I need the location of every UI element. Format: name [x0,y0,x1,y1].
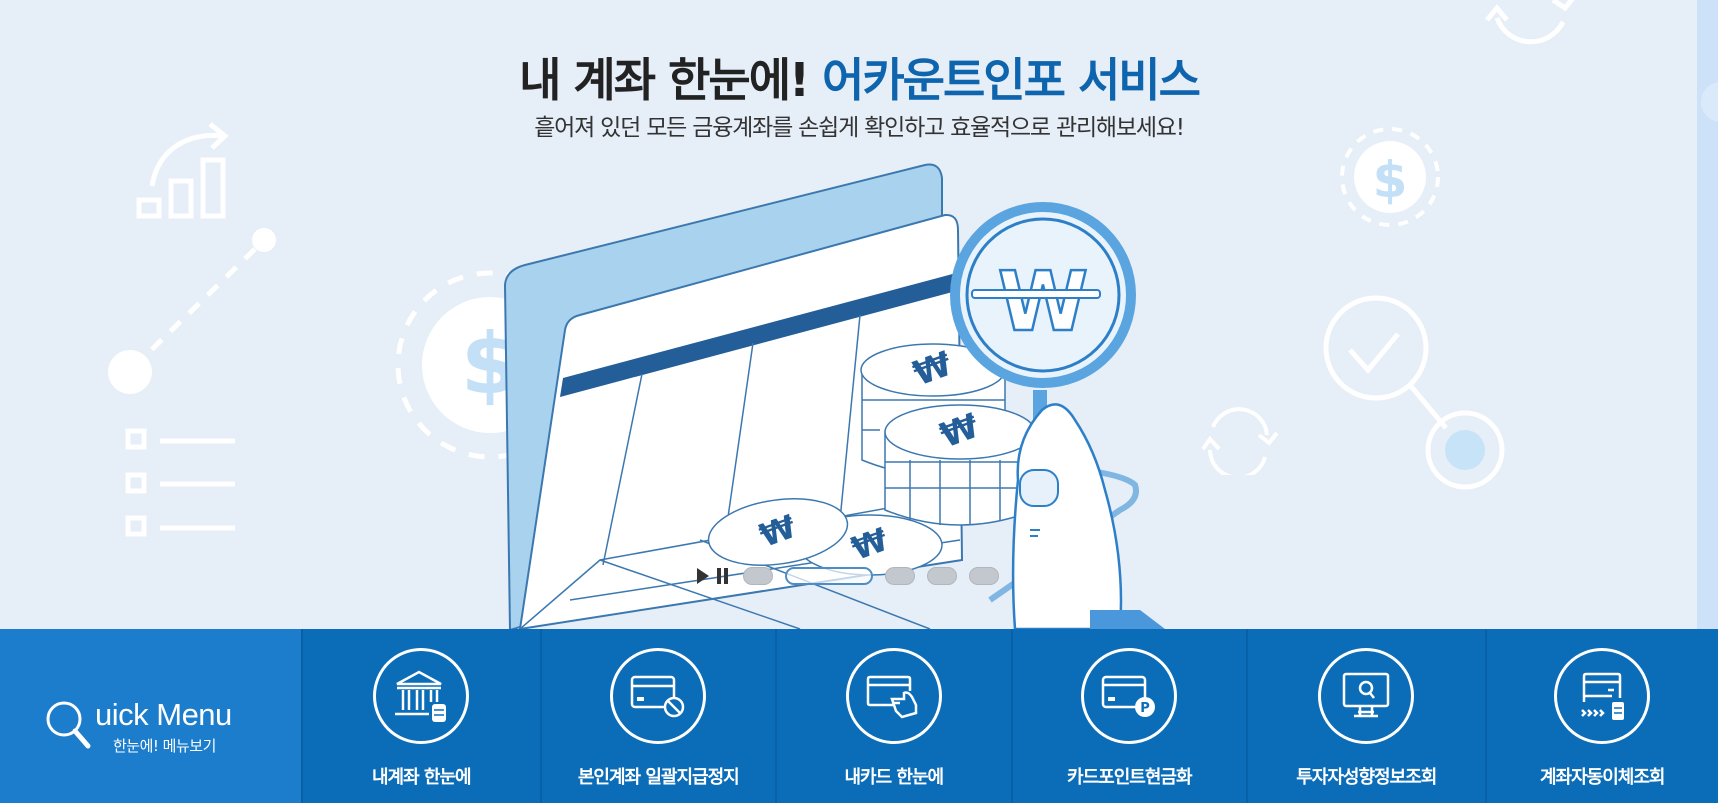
quick-menu-title: uick Menu [95,697,232,732]
svg-text:$: $ [1373,151,1408,209]
menu-item-label: 내계좌 한눈에 [371,767,472,788]
menu-item-my-cards[interactable]: 내카드 한눈에 [775,629,1011,803]
play-icon [697,568,709,584]
slide-indicator-4[interactable] [927,567,957,585]
menu-item-investor-profile[interactable]: 투자자성향정보조회 [1246,629,1484,803]
next-slide-peek [1697,0,1718,629]
pause-button[interactable] [715,566,731,586]
card-hand-icon [866,675,918,719]
pause-icon [717,568,728,584]
menu-item-auto-transfer[interactable]: 계좌자동이체조회 [1484,629,1718,803]
quick-menu-bar: uick Menu 한눈에! 메뉴보기 내계좌 한눈에 [0,629,1718,803]
refresh-icon [1201,407,1279,475]
magnifier-icon [46,701,91,749]
menu-item-label: 투자자성향정보조회 [1296,767,1437,788]
headline-accent: 어카운트인포 서비스 [822,53,1201,107]
page-subtitle: 흩어져 있던 모든 금융계좌를 손쉽게 확인하고 효율적으로 관리해보세요! [534,115,1185,141]
menu-item-label: 계좌자동이체조회 [1540,767,1665,788]
play-button[interactable] [695,566,711,586]
menu-item-my-accounts[interactable]: 내계좌 한눈에 [301,629,539,803]
dollar-coin-icon-small: $ [1340,127,1440,227]
menu-item-label: 내카드 한눈에 [844,767,944,788]
page-title: 내 계좌 한눈에! 어카운트인포 서비스 [0,44,1718,110]
check-network-icon [1323,295,1505,490]
menu-item-label: 카드포인트현금화 [1067,767,1192,788]
hero-banner: $ $ [0,0,1718,629]
slide-indicator-5[interactable] [969,567,999,585]
monitor-search-icon [1343,672,1390,718]
card-point-icon: P [1102,675,1156,717]
slide-indicator-3[interactable] [885,567,915,585]
quick-menu-subtitle: 한눈에! 메뉴보기 [113,737,216,755]
bank-icon [395,670,447,722]
svg-text:W: W [998,255,1088,350]
menu-item-card-point-cash[interactable]: P 카드포인트현금화 [1010,629,1247,803]
checklist-icon [125,428,235,537]
menu-item-bulk-payment-stop[interactable]: 본인계좌 일괄지급정지 [539,629,776,803]
dotted-connector-icon [108,228,276,394]
slide-indicator-2-active[interactable] [785,567,873,585]
quick-menu-toggle[interactable]: uick Menu 한눈에! 메뉴보기 [0,629,302,803]
growth-chart-icon [136,122,229,219]
auto-transfer-icon [1581,672,1625,720]
refresh-icon-top [1485,0,1575,45]
card-block-icon [631,675,685,718]
slide-indicator-1[interactable] [743,567,773,585]
menu-item-label: 본인계좌 일괄지급정지 [577,767,740,788]
carousel-controls [695,565,999,587]
account-illustration: ₩ ₩ ₩ ₩ W [503,163,1165,629]
svg-text:P: P [1141,701,1151,716]
headline-dark: 내 계좌 한눈에! [519,53,810,107]
